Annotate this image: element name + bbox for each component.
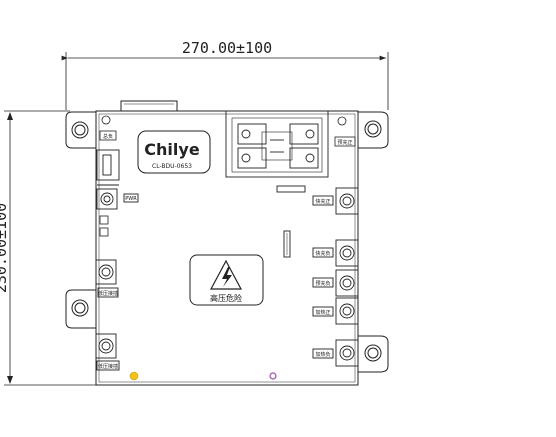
contactor-block [225,110,329,178]
terminal-top-left [99,115,117,141]
left-connector [96,149,120,186]
label-right-5: 加热负 [315,351,330,358]
height-dimension-label: 230.00±100 [0,203,10,293]
brand-logo: Chilye [144,140,200,159]
mounting-ear-mid-left [65,289,96,329]
lightning-icon [222,267,232,287]
label-top-right: 预充正 [337,139,352,146]
housing [95,100,359,386]
warning-triangle-icon [209,259,243,290]
terminal-top-right [334,116,356,147]
mounting-ear-top-right [358,111,389,149]
terminal-right-5 [312,339,359,367]
terminal-left-bottom [95,333,120,371]
label-top-left: 总负 [103,133,113,140]
pwr-terminal [96,188,139,210]
yellow-marker [129,371,139,381]
center-fuse [276,185,306,258]
width-dimension-label: 270.00±100 [182,39,272,57]
mounting-ear-bottom-right [358,335,389,373]
label-right-2: 快充负 [315,250,330,257]
left-pins [99,215,109,237]
label-pwr: PWR [125,196,137,202]
terminal-left-mid [95,259,119,298]
model-number: CL-BDU-0653 [152,163,192,170]
terminal-right-1 [312,187,359,215]
terminal-right-4 [312,297,359,325]
brand-plate: Chilye CL-BDU-0653 [137,130,211,174]
purple-marker [269,372,277,380]
high-voltage-warning: 高压危险 [189,254,264,306]
label-right-4: 加热正 [315,309,330,316]
terminal-right-3 [312,269,359,297]
label-right-1: 快充正 [315,198,330,205]
label-left-bottom: 低压接插 [98,363,118,370]
terminal-right-2 [312,239,359,267]
height-dimension: 230.00±100 [0,110,100,386]
warning-text: 高压危险 [210,293,242,303]
label-right-3: 预充负 [315,280,330,287]
width-dimension: 270.00±100 [61,39,389,110]
mounting-ear-top-left [65,111,96,149]
label-left-mid: 低压接插 [98,290,118,297]
